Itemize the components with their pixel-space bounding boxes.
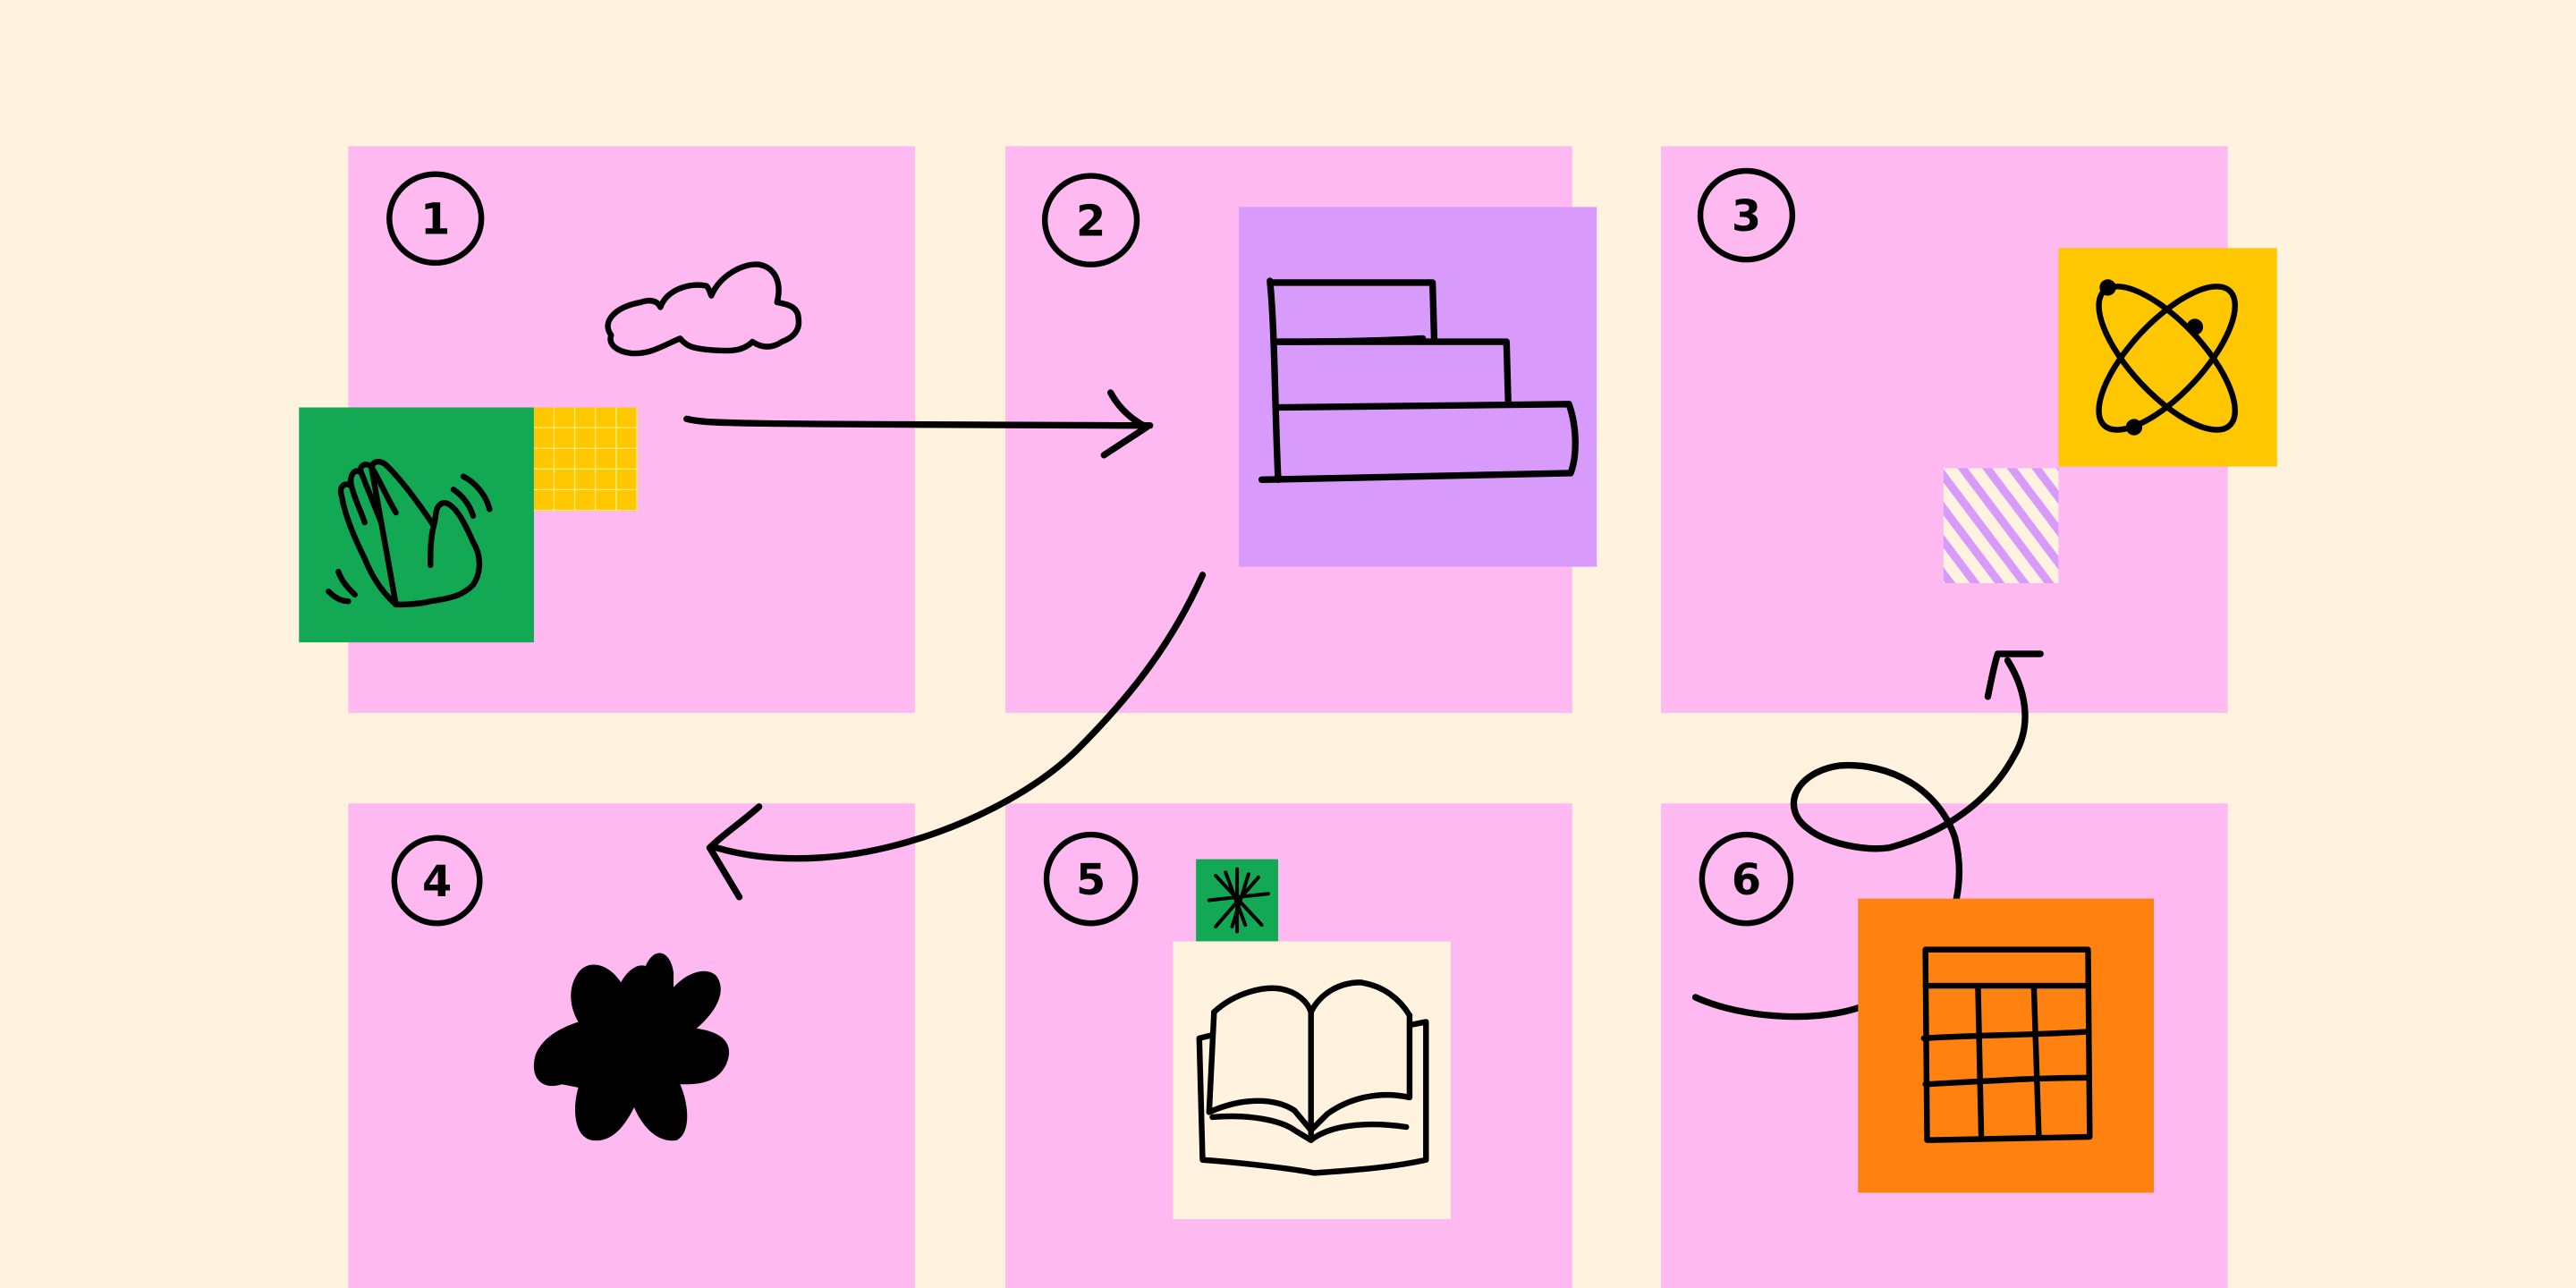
- green-swatch: [299, 407, 534, 643]
- flower-icon: [533, 953, 730, 1141]
- number-badge-5: 5: [1043, 831, 1139, 927]
- table-grid-icon: [1920, 946, 2093, 1143]
- purple-swatch: [1238, 207, 1597, 567]
- yellow-swatch: [2058, 248, 2277, 467]
- arrow-1-to-2: [683, 389, 1154, 459]
- number-badge-6: 6: [1699, 831, 1794, 927]
- number-badge-4: 4: [391, 835, 483, 927]
- bar-stack-icon: [1258, 277, 1579, 483]
- svg-text:6: 6: [1732, 856, 1761, 905]
- svg-text:1: 1: [420, 196, 450, 245]
- number-badge-1: 1: [386, 171, 485, 267]
- sparkle-icon: [1207, 867, 1270, 934]
- open-book-icon: [1196, 979, 1429, 1176]
- svg-text:3: 3: [1732, 192, 1761, 242]
- waving-hand-icon: [326, 458, 493, 608]
- svg-text:5: 5: [1076, 856, 1106, 905]
- number-badge-2: 2: [1041, 173, 1140, 267]
- number-badge-3: 3: [1697, 167, 1796, 263]
- cloud-icon: [605, 261, 802, 357]
- svg-text:2: 2: [1076, 197, 1106, 246]
- yellow-grid-swatch: [533, 407, 638, 512]
- atom-icon: [2096, 279, 2238, 436]
- svg-text:4: 4: [422, 858, 452, 907]
- orange-swatch: [1858, 898, 2154, 1193]
- arrow-2-to-4: [706, 572, 1207, 901]
- striped-swatch: [1943, 468, 2059, 584]
